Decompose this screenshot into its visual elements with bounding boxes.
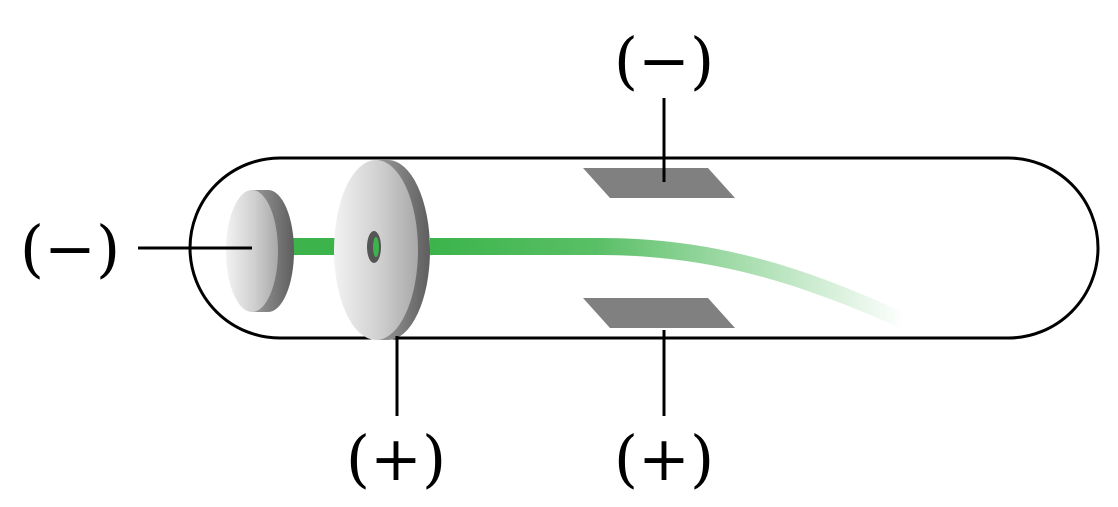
cathode-polarity-label: (−) — [20, 212, 120, 285]
anode-polarity-label: (+) — [346, 422, 446, 495]
cathode-disk — [226, 190, 294, 312]
anode-disk — [334, 160, 430, 340]
upper-plate-polarity-label: (−) — [614, 24, 714, 97]
upper-deflection-plate — [583, 168, 735, 198]
lower-plate-polarity-label: (+) — [614, 422, 714, 495]
lower-deflection-plate — [583, 298, 735, 328]
electron-beam-deflected — [430, 238, 905, 330]
